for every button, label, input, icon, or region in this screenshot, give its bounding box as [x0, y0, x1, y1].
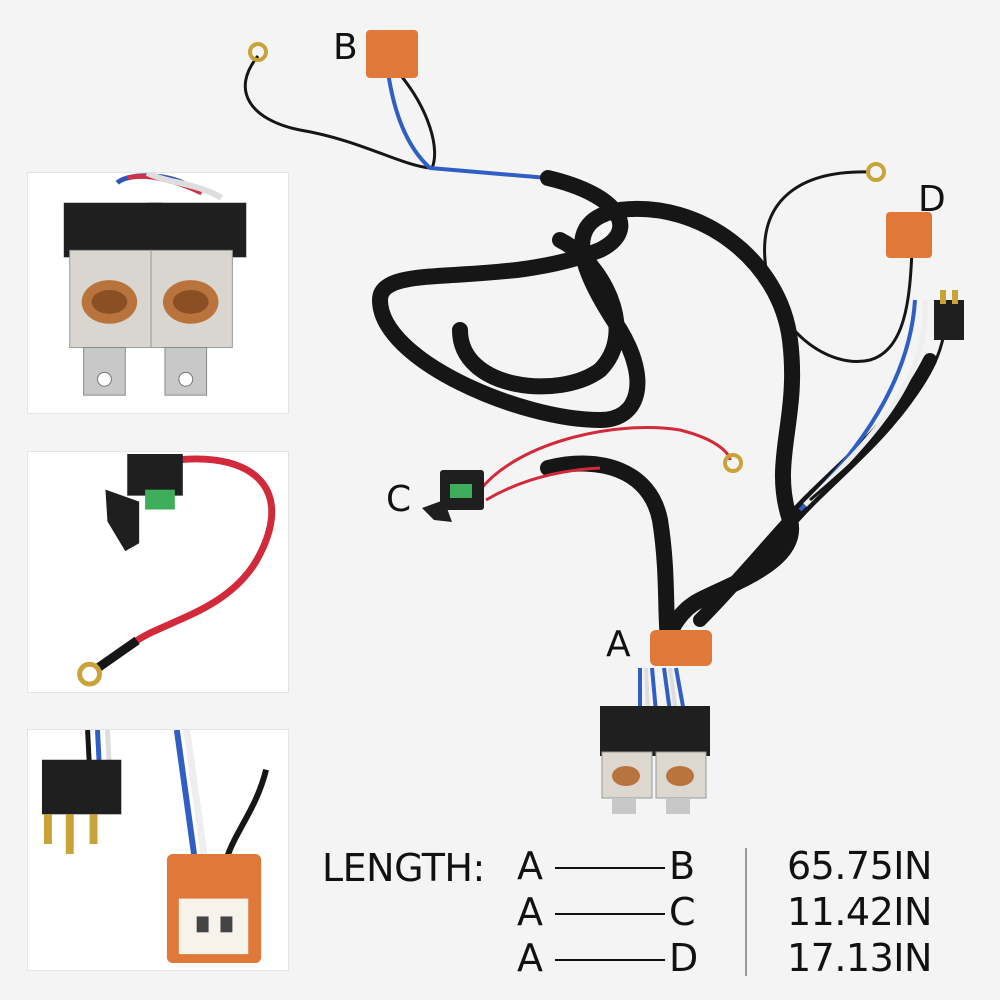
h4-connectors-illustration — [28, 730, 288, 970]
length-from: A — [517, 890, 543, 934]
length-connector-line — [555, 959, 665, 961]
length-title: LENGTH: — [322, 846, 485, 890]
relays-illustration — [28, 173, 288, 413]
fuse-holder-illustration — [28, 452, 288, 692]
point-label-b: B — [333, 27, 358, 68]
point-label-c: C — [386, 479, 412, 520]
length-from: A — [517, 844, 543, 888]
column-divider — [745, 848, 747, 976]
connector-b — [366, 30, 418, 78]
fuse-holder-c — [440, 470, 484, 510]
point-label-d: D — [918, 179, 946, 220]
length-to: B — [669, 844, 696, 888]
length-value: 11.42IN — [787, 890, 932, 934]
point-label-a: A — [606, 624, 631, 665]
thumbnail-fuse-holder[interactable] — [27, 451, 289, 693]
relay-pair — [600, 706, 710, 756]
length-value: 17.13IN — [787, 936, 932, 980]
length-row: A B 65.75IN — [517, 844, 977, 888]
thumbnail-h4-connectors[interactable] — [27, 729, 289, 971]
length-connector-line — [555, 913, 665, 915]
length-value: 65.75IN — [787, 844, 932, 888]
label-band-a — [650, 630, 712, 666]
length-to: C — [669, 890, 696, 934]
length-specs: LENGTH: A B 65.75IN A C 11.42IN A D 17.1… — [322, 842, 982, 982]
length-row: A D 17.13IN — [517, 936, 977, 980]
length-connector-line — [555, 867, 665, 869]
thumbnail-relays[interactable] — [27, 172, 289, 414]
length-row: A C 11.42IN — [517, 890, 977, 934]
length-to: D — [669, 936, 699, 980]
length-from: A — [517, 936, 543, 980]
